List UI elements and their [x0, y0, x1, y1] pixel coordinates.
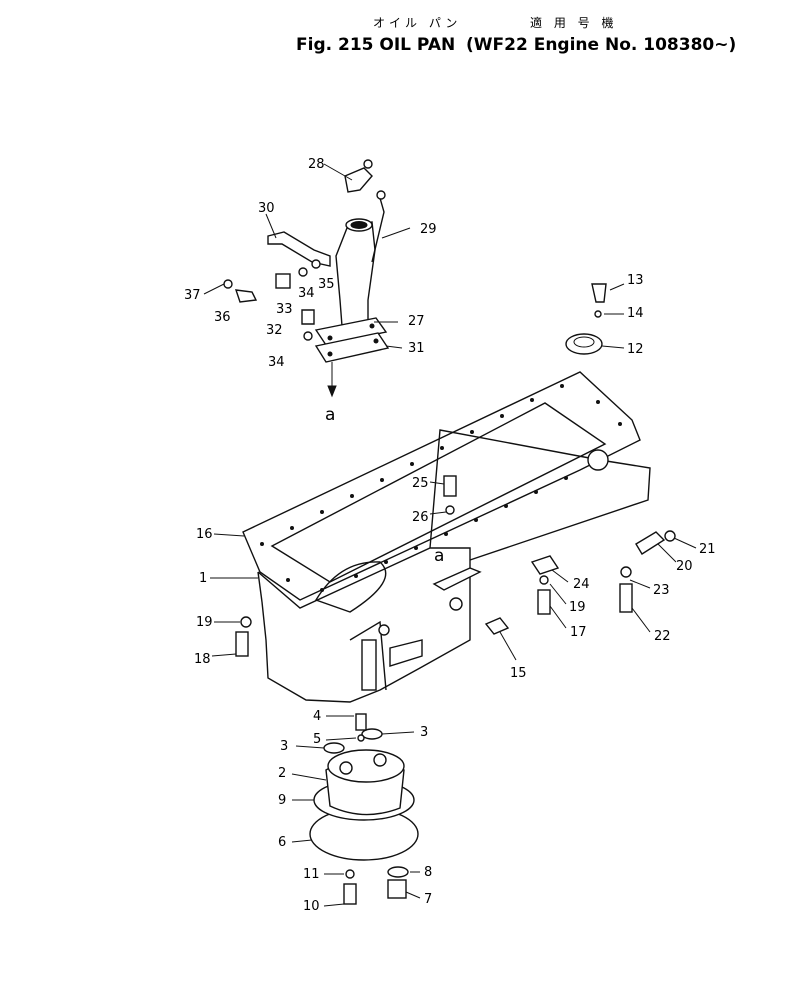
callout-1: 1 [199, 571, 207, 586]
callout-4: 4 [313, 709, 321, 724]
callout-34-lower: 34 [268, 355, 285, 370]
callout-16: 16 [196, 527, 213, 542]
callout-34-upper: 34 [298, 286, 315, 301]
callout-31: 31 [408, 341, 425, 356]
callout-26: 26 [412, 510, 429, 525]
callout-22: 22 [654, 629, 671, 644]
callout-35: 35 [318, 277, 335, 292]
figure-title: Fig. 215 OIL PAN [296, 35, 455, 55]
strainer-cover-assembly [309, 713, 419, 905]
callout-15: 15 [510, 666, 527, 681]
callout-19-right: 19 [569, 600, 586, 615]
title-japanese: オイル パン [373, 16, 461, 30]
callout-27: 27 [408, 314, 425, 329]
callout-11: 11 [303, 867, 320, 882]
oil-pan-body [257, 429, 651, 703]
view-marker-a-upper: a [325, 405, 335, 425]
callout-33: 33 [276, 302, 293, 317]
callout-13: 13 [627, 273, 644, 288]
callout-10: 10 [303, 899, 320, 914]
callout-5: 5 [313, 732, 321, 747]
callout-20: 20 [676, 559, 693, 574]
callout-36: 36 [214, 310, 231, 325]
callout-12: 12 [627, 342, 644, 357]
callout-37: 37 [184, 288, 201, 303]
callout-19-left: 19 [196, 615, 213, 630]
view-marker-a-lower: a [434, 546, 444, 566]
small-fasteners [235, 283, 676, 657]
callout-29: 29 [420, 222, 437, 237]
filler-tube-assembly [223, 159, 390, 398]
callout-17: 17 [570, 625, 587, 640]
callout-8: 8 [424, 865, 432, 880]
callout-18: 18 [194, 652, 211, 667]
callout-23: 23 [653, 583, 670, 598]
callout-14: 14 [627, 306, 644, 321]
callout-32: 32 [266, 323, 283, 338]
oil-pan-gasket [242, 371, 641, 601]
callout-24: 24 [573, 577, 590, 592]
applicability-japanese: 適 用 号 機 [530, 15, 617, 30]
callout-30: 30 [258, 201, 275, 216]
callout-3-left: 3 [280, 739, 288, 754]
callout-9: 9 [278, 793, 286, 808]
callout-2: 2 [278, 766, 286, 781]
callout-25: 25 [412, 476, 429, 491]
callout-28: 28 [308, 157, 325, 172]
callout-21: 21 [699, 542, 716, 557]
callout-6: 6 [278, 835, 286, 850]
applicability-note: (WF22 Engine No. 108380~) [466, 35, 736, 55]
leader-lines [203, 163, 697, 907]
callout-3-right: 3 [420, 725, 428, 740]
callout-7: 7 [424, 892, 432, 907]
